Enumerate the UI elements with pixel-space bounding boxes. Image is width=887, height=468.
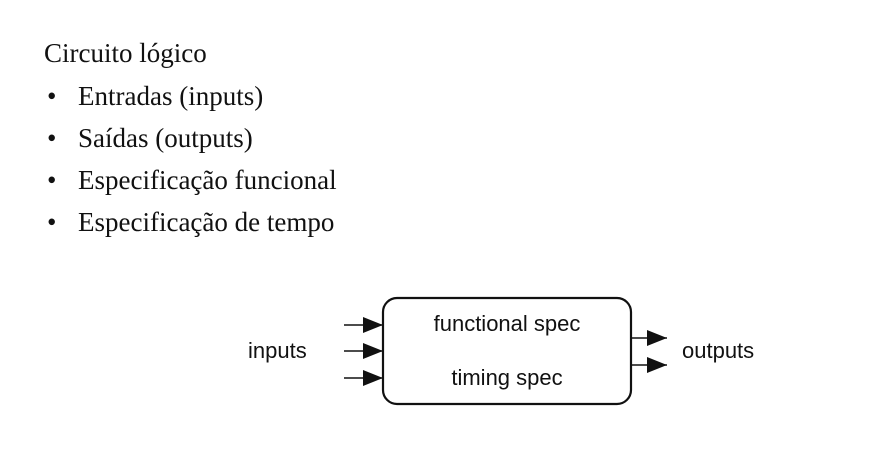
bullet-text: Especificação de tempo [78,207,335,237]
bullet-marker: • [47,81,57,111]
inputs-label: inputs [248,338,307,363]
bullet-marker: • [47,123,57,153]
outputs-label: outputs [682,338,754,363]
bullet-text: Entradas (inputs) [78,81,264,111]
circuit-block [381,296,633,406]
timing-spec-label: timing spec [451,365,562,390]
bullet-text: Saídas (outputs) [78,123,253,153]
bullet-marker: • [47,165,57,195]
slide-title: Circuito lógico [44,38,207,68]
bullet-marker: • [47,207,57,237]
functional-spec-label: functional spec [434,311,581,336]
bullet-text: Especificação funcional [78,165,337,195]
